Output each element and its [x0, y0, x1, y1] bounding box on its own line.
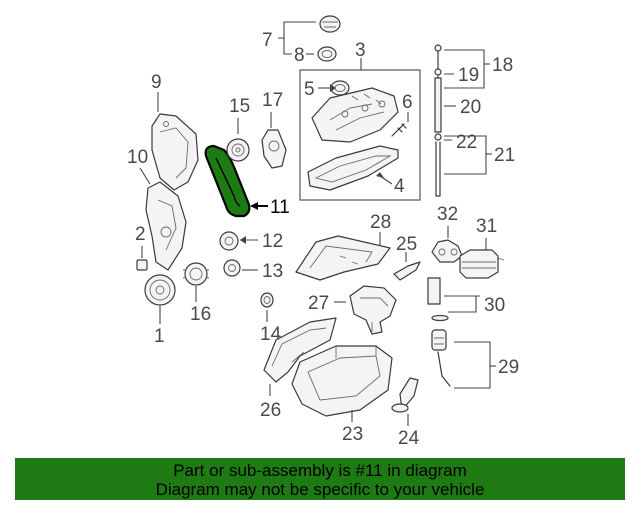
- label-3[interactable]: 3: [355, 40, 366, 61]
- part-8-cap-seal[interactable]: [317, 46, 337, 62]
- label-15[interactable]: 15: [229, 96, 250, 117]
- info-line-part-number: Part or sub-assembly is #11 in diagram: [173, 461, 467, 480]
- label-9[interactable]: 9: [151, 72, 162, 93]
- part-23-oil-pan[interactable]: [291, 345, 393, 417]
- label-28[interactable]: 28: [370, 212, 391, 233]
- label-18[interactable]: 18: [492, 55, 513, 76]
- part-6-bolt[interactable]: [391, 123, 407, 137]
- label-24[interactable]: 24: [398, 428, 420, 449]
- exploded-parts-diagram: 3 5 6 4 7 8 9: [127, 15, 519, 449]
- label-11[interactable]: 11: [270, 197, 290, 218]
- label-27[interactable]: 27: [308, 293, 329, 314]
- info-line-disclaimer: Diagram may not be specific to your vehi…: [155, 480, 485, 499]
- part-17-tensioner[interactable]: [261, 129, 287, 169]
- part-16-crank-sprocket[interactable]: [184, 262, 208, 286]
- label-6[interactable]: 6: [402, 92, 413, 113]
- part-3-valve-cover[interactable]: [311, 87, 399, 143]
- part-13-idler[interactable]: [223, 259, 241, 277]
- label-13[interactable]: 13: [262, 261, 283, 282]
- part-1-crank-pulley[interactable]: [144, 274, 176, 306]
- label-31[interactable]: 31: [476, 216, 497, 237]
- label-30[interactable]: 30: [484, 295, 505, 316]
- part-31-oil-cooler[interactable]: [459, 249, 499, 279]
- label-10[interactable]: 10: [127, 147, 148, 168]
- label-23[interactable]: 23: [342, 424, 363, 445]
- part-15-tensioner-pulley[interactable]: [226, 138, 250, 162]
- info-banner: Part or sub-assembly is #11 in diagram D…: [15, 458, 625, 500]
- part-27-oil-pump[interactable]: [349, 285, 397, 335]
- part-2-bolt[interactable]: [136, 259, 148, 271]
- part-4-cover-gasket[interactable]: [307, 145, 399, 191]
- part-21-dipstick[interactable]: [435, 141, 441, 197]
- part-9-upper-timing-cover[interactable]: [151, 113, 199, 191]
- part-30-filter-element[interactable]: [427, 277, 441, 305]
- label-8[interactable]: 8: [294, 45, 305, 66]
- part-26-pan-gasket[interactable]: [263, 317, 337, 383]
- label-19[interactable]: 19: [458, 65, 479, 86]
- label-2[interactable]: 2: [135, 224, 146, 245]
- label-4[interactable]: 4: [394, 176, 405, 197]
- part-29-sensor-wire: [437, 351, 451, 387]
- part-30-filter-seal[interactable]: [431, 314, 449, 322]
- label-32[interactable]: 32: [437, 204, 458, 225]
- part-20-dipstick-tube[interactable]: [434, 77, 442, 133]
- part-19-o-ring[interactable]: [434, 68, 442, 76]
- label-16[interactable]: 16: [190, 304, 211, 325]
- label-26[interactable]: 26: [260, 400, 281, 421]
- part-25-bracket[interactable]: [393, 261, 421, 281]
- part-28-baffle[interactable]: [295, 235, 391, 281]
- label-12[interactable]: 12: [262, 231, 283, 252]
- part-10-lower-timing-cover[interactable]: [145, 181, 187, 271]
- label-5[interactable]: 5: [304, 79, 315, 100]
- label-20[interactable]: 20: [460, 97, 481, 118]
- label-22[interactable]: 22: [456, 132, 477, 153]
- part-12-idler-pulley[interactable]: [219, 231, 239, 251]
- part-22-seal[interactable]: [434, 133, 442, 141]
- part-7-oil-cap[interactable]: [319, 15, 341, 33]
- part-29-oil-sensor[interactable]: [431, 329, 447, 351]
- label-17[interactable]: 17: [262, 90, 283, 111]
- part-32-adapter[interactable]: [431, 239, 463, 263]
- valve-cover-group-box: [299, 69, 421, 201]
- label-21[interactable]: 21: [494, 145, 515, 166]
- label-1[interactable]: 1: [154, 326, 165, 347]
- part-14-seal[interactable]: [260, 292, 274, 308]
- label-7[interactable]: 7: [262, 30, 273, 51]
- label-25[interactable]: 25: [396, 234, 417, 255]
- label-29[interactable]: 29: [498, 357, 519, 378]
